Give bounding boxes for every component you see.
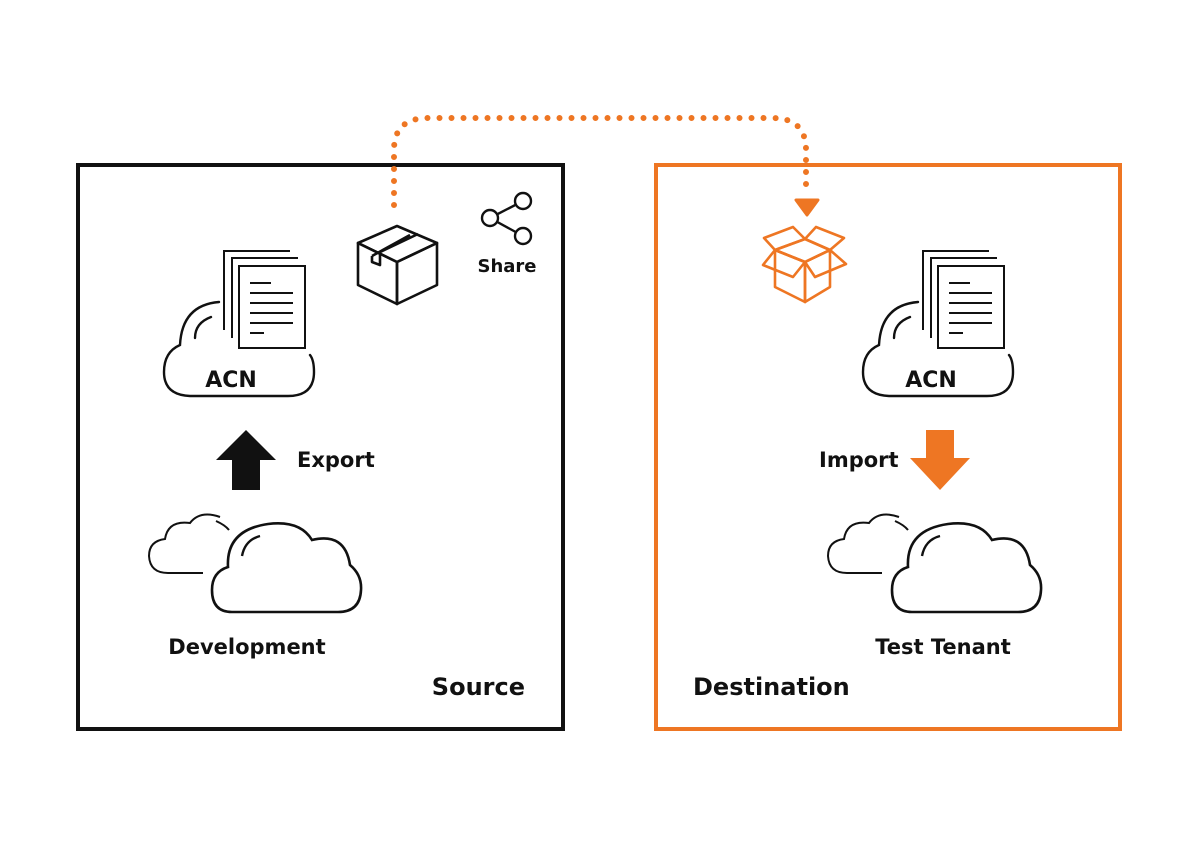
- package-open-icon: [761, 225, 848, 304]
- source-title: Source: [432, 673, 525, 701]
- destination-acn-cloud-icon: [861, 300, 1015, 398]
- destination-title: Destination: [693, 673, 850, 701]
- connector-arrowhead: [794, 198, 820, 217]
- destination-documents-icon: [922, 250, 1005, 349]
- development-cloud-icon: [147, 513, 363, 614]
- test-tenant-label: Test Tenant: [875, 635, 1011, 659]
- destination-acn-label: ACN: [905, 368, 957, 393]
- share-icon: [480, 191, 533, 246]
- source-acn-cloud-icon: [162, 300, 316, 398]
- test-tenant-cloud-icon: [826, 513, 1043, 614]
- development-label: Development: [168, 635, 325, 659]
- arrow-up-icon: [216, 430, 276, 490]
- arrow-down-icon: [910, 430, 970, 490]
- import-label: Import: [819, 448, 899, 472]
- share-label: Share: [477, 256, 536, 277]
- source-acn-label: ACN: [205, 368, 257, 393]
- transfer-connector: [391, 115, 809, 208]
- source-documents-icon: [223, 250, 306, 349]
- package-closed-icon: [356, 224, 439, 306]
- destination-box: [654, 163, 1122, 731]
- source-box: [76, 163, 565, 731]
- export-label: Export: [297, 448, 375, 472]
